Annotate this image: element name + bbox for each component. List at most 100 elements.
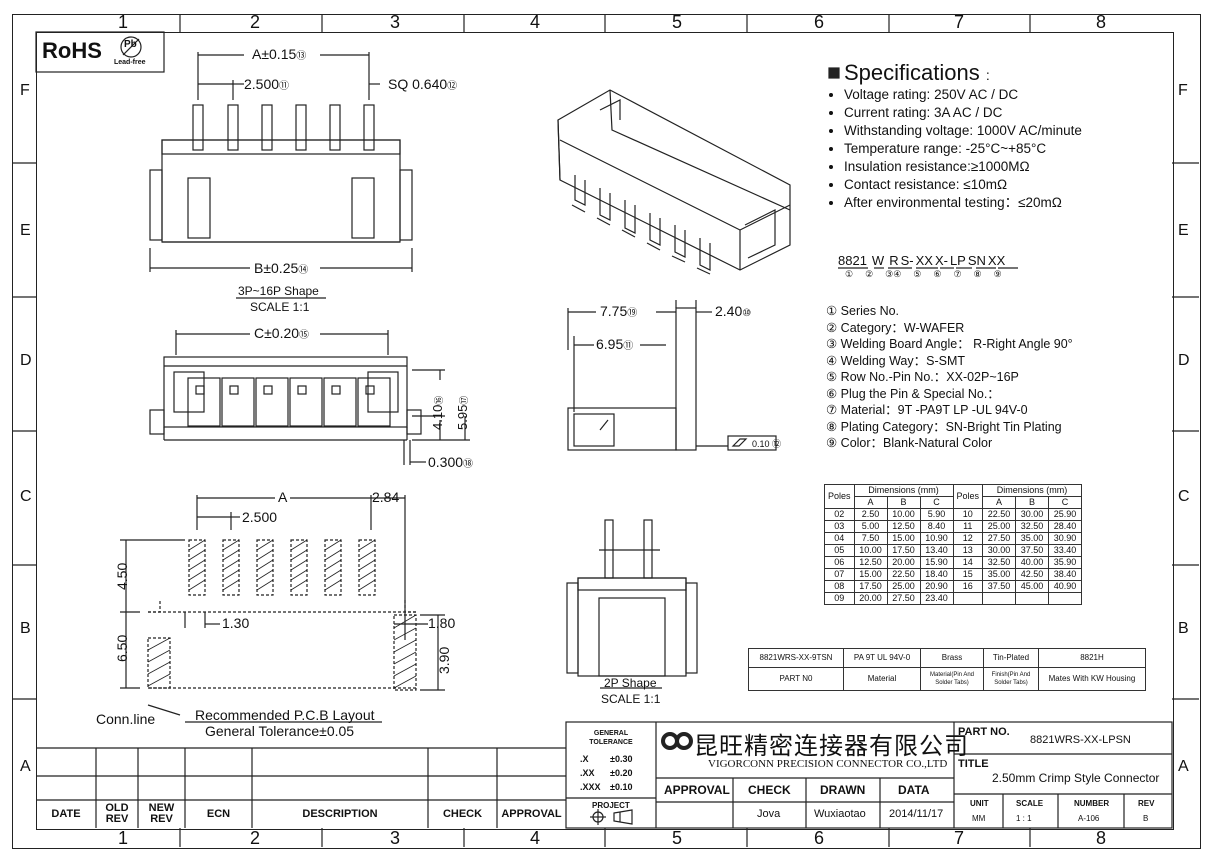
table-cell: 13.40 [919, 544, 954, 557]
zone-row-right: A [1178, 758, 1189, 775]
dim-pitch-label: 2.500⑪ [244, 76, 290, 92]
zone-col-bottom: 8 [1096, 828, 1107, 848]
table-cell: 15 [952, 568, 984, 581]
revision-header: APPROVAL [501, 808, 562, 820]
tolerance-row: .X±0.30 [580, 752, 632, 766]
table-cell: Finish(Pin And Solder Tabs) [983, 667, 1039, 691]
table-cell: 16 [952, 580, 984, 593]
zone-col-bottom: 5 [672, 828, 683, 848]
col-header: C [1048, 496, 1083, 509]
table-cell: 27.50 [886, 592, 921, 605]
table-cell: 03 [824, 520, 855, 533]
dim-030-label: 0.300⑱ [428, 454, 474, 470]
zone-col-top: 5 [672, 12, 683, 32]
company-name-cn: 昆旺精密连接器有限公司 [694, 732, 969, 760]
spec-list: Voltage rating: 250V AC / DCCurrent rati… [826, 86, 1082, 212]
legend-item: ④ Welding Way：S-SMT [826, 353, 966, 368]
check-header: CHECK [748, 783, 791, 797]
flatness-label: 0.10 ⑫ [752, 439, 782, 449]
spec-item: Contact resistance: ≤10mΩ [844, 176, 1082, 194]
dim-775-label: 7.75⑲ [600, 303, 638, 319]
table-cell: 7.50 [853, 532, 888, 545]
zone-col-bottom: 7 [954, 828, 965, 848]
table-cell: 35.90 [1048, 556, 1083, 569]
table-cell: 10.00 [853, 544, 888, 557]
legend-item: ⑨ Color：Blank-Natural Color [826, 436, 993, 450]
col-poles: Poles [824, 484, 855, 509]
tolerance-value: ±0.10 [610, 782, 633, 792]
zone-row-left: A [20, 758, 31, 775]
table-cell: 40.00 [1015, 556, 1050, 569]
number-label: NUMBER [1074, 799, 1110, 808]
shape-label-3p16p: 3P~16P Shape [238, 284, 319, 298]
table-cell: 08 [824, 580, 855, 593]
zone-ticks [12, 14, 1199, 847]
revision-header: ECN [206, 808, 231, 820]
table-cell: 8.40 [919, 520, 954, 533]
part-code-segment: XX [915, 253, 933, 268]
zone-row-left: D [20, 352, 32, 369]
zone-row-right: C [1178, 488, 1190, 505]
dim-410-label: 4.10⑯ [430, 395, 445, 430]
col-header: A [853, 496, 888, 509]
spec-item: Voltage rating: 250V AC / DC [844, 86, 1082, 104]
pb-label: Pb [124, 39, 137, 50]
title-value: 2.50mm Crimp Style Connector [992, 771, 1160, 785]
tolerance-key: .XXX [580, 782, 601, 792]
table-cell [982, 592, 1017, 605]
table-cell: Material [843, 667, 921, 691]
table-cell: Mates With KW Housing [1038, 667, 1146, 691]
table-cell: 5.00 [853, 520, 888, 533]
part-code-segment: LP [949, 253, 966, 268]
part-code-segment: R [889, 253, 899, 268]
col-dims: Dimensions (mm) [982, 484, 1083, 497]
table-cell: 10 [952, 508, 984, 521]
zone-col-top: 8 [1096, 12, 1107, 32]
table-cell: Material(Pin And Solder Tabs) [920, 667, 984, 691]
table-cell: PART N0 [748, 667, 844, 691]
part-code-number: ③④ [885, 269, 902, 279]
isometric-view [557, 89, 791, 275]
drawn-header: DRAWN [820, 783, 866, 797]
table-cell: 10.90 [919, 532, 954, 545]
tolerance-key: .X [580, 754, 589, 764]
table-cell: 23.40 [919, 592, 954, 605]
part-code-segment: XX [987, 253, 1006, 268]
col-poles: Poles [952, 484, 984, 509]
table-cell: 27.50 [982, 532, 1017, 545]
pcb-layout [120, 495, 445, 716]
part-code-segment: SN [967, 253, 986, 268]
part-code-number: ⑥ [933, 269, 942, 279]
dim-sq-label: SQ 0.640⑫ [388, 76, 458, 92]
zone-col-bottom: 1 [118, 828, 129, 848]
table-cell: PA 9T UL 94V-0 [843, 648, 921, 668]
zone-row-left: B [20, 620, 31, 637]
number-value: A-106 [1078, 814, 1100, 823]
table-cell: 09 [824, 592, 855, 605]
zone-row-right: F [1178, 82, 1188, 99]
col-header: C [919, 496, 954, 509]
table-cell: 25.00 [982, 520, 1017, 533]
table-cell: 15.90 [919, 556, 954, 569]
pcb-dim-390: 3.90 [436, 646, 452, 674]
table-cell: 30.00 [982, 544, 1017, 557]
table-cell: 35.00 [1015, 532, 1050, 545]
scale-value: 1 : 1 [1016, 814, 1032, 823]
gen-tol-title: GENERAL TOLERANCE [589, 730, 633, 746]
dim-a-label: A±0.15⑬ [252, 46, 307, 62]
revision-header: NEW REV [148, 802, 175, 825]
table-cell: Tin-Plated [983, 648, 1039, 668]
top-scale-label: SCALE 1:1 [250, 300, 310, 314]
pb-circle-icon [120, 36, 142, 58]
part-no-label: PART NO. [958, 726, 1010, 738]
rohs-label: RoHS [42, 38, 102, 63]
table-cell: 25.90 [1048, 508, 1083, 521]
